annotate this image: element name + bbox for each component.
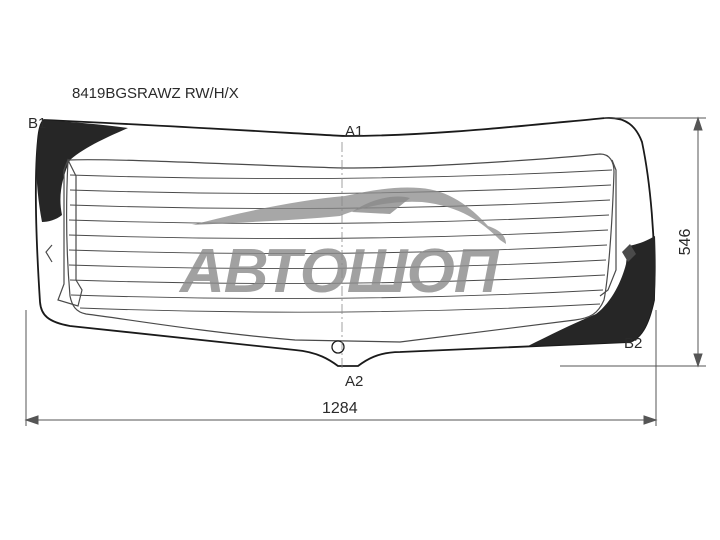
- wiper-hole: [331, 340, 345, 354]
- shop-watermark: АВТОШОП: [178, 187, 506, 306]
- width-dimension: [24, 310, 658, 426]
- car-silhouette-logo: [192, 187, 506, 244]
- part-number: 8419BGSRAWZ RW/H/X: [72, 85, 239, 102]
- heater-area: [66, 153, 615, 343]
- label-b2: B2: [624, 335, 642, 352]
- left-connector: [45, 244, 53, 263]
- avito-logo-icon: [616, 493, 642, 527]
- avito-watermark: Avito: [616, 493, 709, 533]
- left-busbar: [57, 158, 83, 307]
- heater-lines: [68, 169, 613, 313]
- width-value: 1284: [322, 400, 358, 417]
- avito-text: Avito: [645, 503, 709, 533]
- frit-left: [36, 120, 128, 222]
- shop-watermark-text: АВТОШОП: [178, 237, 500, 306]
- height-value: 546: [677, 229, 694, 256]
- label-a1: A1: [345, 123, 363, 140]
- right-busbar: [599, 159, 617, 297]
- right-connector: [622, 244, 636, 262]
- label-a2: A2: [345, 373, 363, 390]
- frit-right: [528, 236, 656, 346]
- height-dimension: [560, 116, 706, 368]
- label-b1: B1: [28, 115, 46, 132]
